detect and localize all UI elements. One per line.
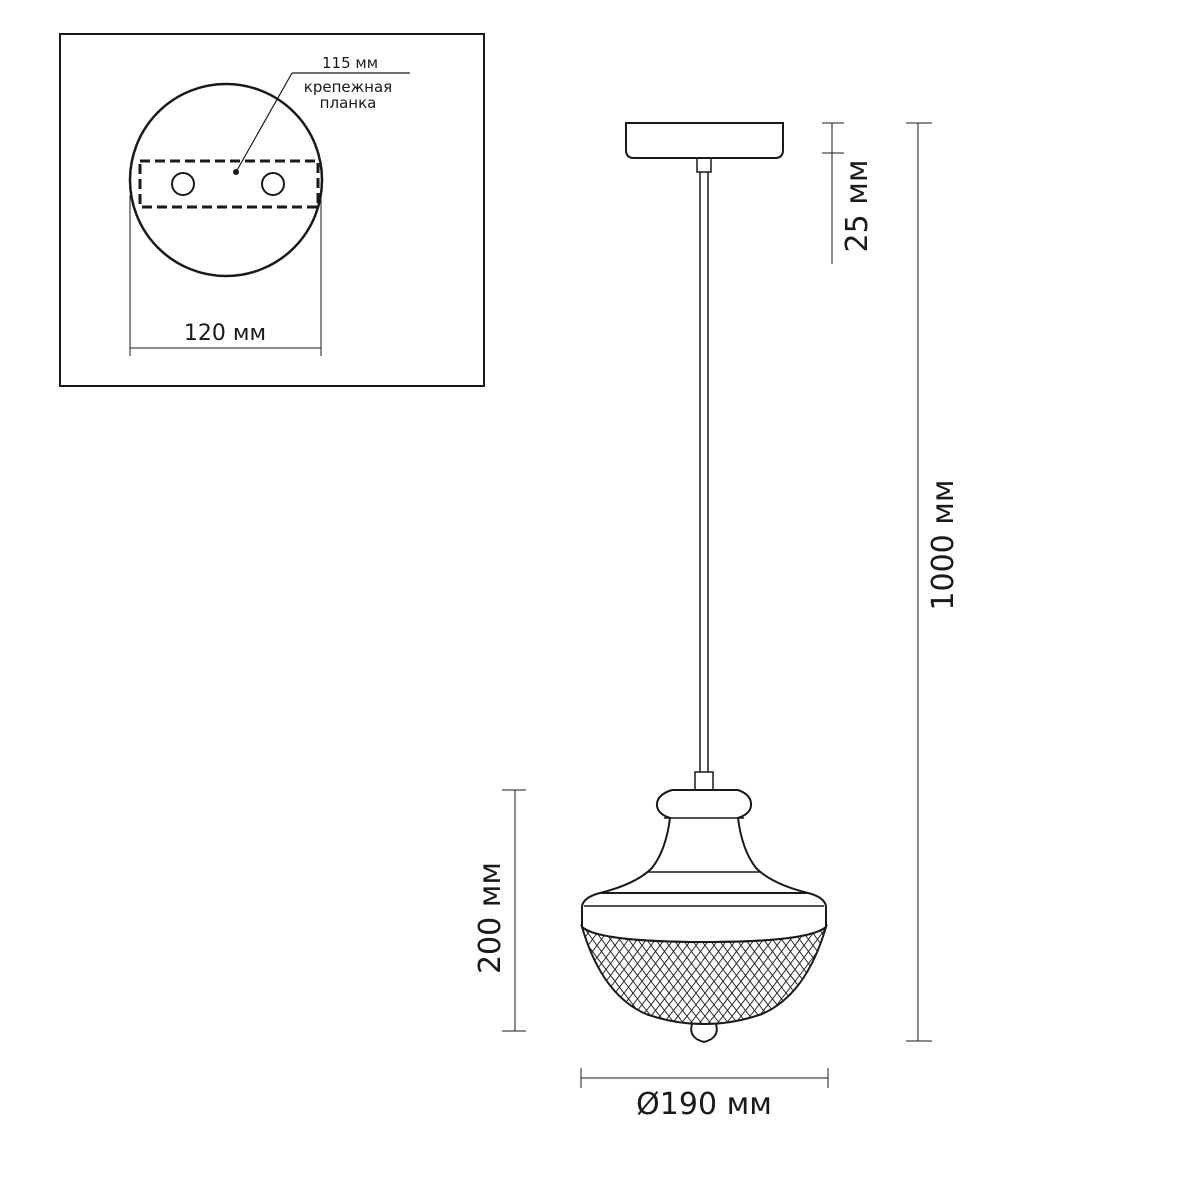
canopy-connector <box>696 157 712 173</box>
glass-hatch-line <box>582 927 604 1024</box>
glass-hatch-line <box>865 925 945 1030</box>
glass-hatch-line <box>843 925 923 1030</box>
canopy-circle <box>128 82 324 278</box>
bottom-finial <box>690 1023 718 1044</box>
cord-connector <box>694 771 714 791</box>
mounting-hole-left <box>171 172 195 196</box>
glass-hatch-line <box>815 927 826 1024</box>
glass-hatch-line <box>838 925 918 1030</box>
inset-top-label: 115 мм <box>322 54 378 72</box>
glass-hatch-line <box>847 925 927 1030</box>
glass-hatch-line <box>765 927 826 1024</box>
glass-hatch-line <box>774 927 826 1024</box>
glass-hatch-line <box>834 925 914 1030</box>
pendant-side-view: 25 мм 1000 мм 200 мм Ø190 мм <box>473 122 990 1122</box>
inset-frame <box>59 33 485 387</box>
glass-hatch-line <box>852 925 932 1030</box>
plate-leader-line <box>235 72 293 173</box>
mounting-hole-right <box>261 172 285 196</box>
glass-bowl <box>580 924 828 1026</box>
glass-hatch-line <box>582 927 609 1024</box>
glass-hatch-line <box>874 925 954 1030</box>
glass-hatch-line <box>810 927 826 1024</box>
diameter-label: Ø190 мм <box>636 1087 772 1122</box>
glass-hatch-line <box>582 927 613 1024</box>
glass-hatch-line <box>582 927 591 1024</box>
glass-hatch-line <box>783 927 826 1024</box>
glass-hatch-line <box>582 927 636 1024</box>
shade-rim <box>581 892 827 944</box>
inset-width-label: 120 мм <box>184 321 266 346</box>
ceiling-canopy <box>625 122 784 159</box>
glass-hatch-line <box>901 925 981 1030</box>
glass-hatch-line <box>801 927 826 1024</box>
glass-hatch-line <box>856 925 936 1030</box>
glass-hatch-line <box>582 927 595 1024</box>
glass-hatch-line <box>729 927 811 1024</box>
shade-neck <box>599 789 809 894</box>
glass-hatch-line <box>797 927 826 1024</box>
glass-hatch-line <box>883 925 963 1030</box>
glass-hatch-line <box>819 927 826 1024</box>
glass-hatch-line <box>824 927 826 1024</box>
glass-hatch-line <box>501 925 581 1030</box>
glass-hatch-line <box>582 927 586 1024</box>
glass-hatch-line <box>829 925 909 1030</box>
glass-hatch-line <box>496 925 576 1030</box>
shade-height-label: 200 мм <box>473 862 508 974</box>
canopy-top-view-inset: 115 мм крепежная планка 120 мм <box>59 33 485 387</box>
canopy-height-label: 25 мм <box>840 160 875 253</box>
plate-label-line2: планка <box>320 94 377 112</box>
mounting-plate-outline <box>138 159 320 209</box>
glass-hatch-line <box>892 925 972 1030</box>
glass-hatch-line <box>910 925 990 1030</box>
plate-label-line1: крепежная <box>304 78 392 96</box>
glass-hatch-line <box>806 927 826 1024</box>
glass-hatch-line <box>792 927 826 1024</box>
total-length-label: 1000 мм <box>926 479 961 610</box>
